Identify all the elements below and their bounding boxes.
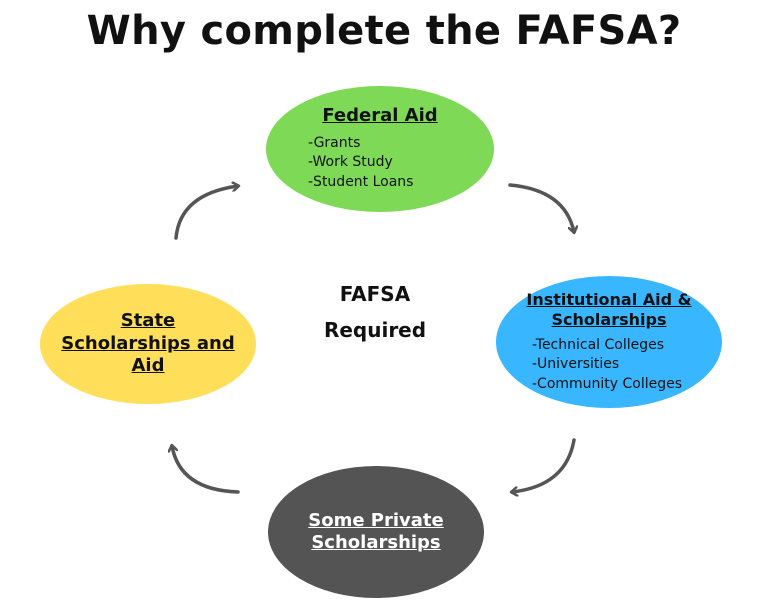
private-scholarships-node: Some Private Scholarships bbox=[268, 466, 484, 598]
institutional-aid-title: Institutional Aid & Scholarships bbox=[496, 290, 722, 330]
list-item: -Universities bbox=[532, 356, 620, 373]
state-aid-title-line-1: State bbox=[120, 310, 176, 332]
list-item: -Grants bbox=[308, 134, 361, 151]
private-scholarships-title: Some Private Scholarships bbox=[268, 510, 484, 555]
institutional-aid-list: -Technical Colleges -Universities -Commu… bbox=[532, 336, 722, 395]
list-item: -Technical Colleges bbox=[532, 336, 665, 353]
page-title: Why complete the FAFSA? bbox=[86, 8, 682, 54]
arrow-private-to-state bbox=[172, 446, 240, 494]
federal-aid-title: Federal Aid bbox=[322, 105, 438, 127]
arrow-state-to-federal bbox=[174, 186, 238, 240]
list-item: -Student Loans bbox=[308, 174, 414, 191]
state-aid-title-line-3: Aid bbox=[131, 355, 165, 377]
arrow-federal-to-institutional bbox=[508, 183, 574, 232]
state-aid-title: State Scholarships and Aid bbox=[40, 310, 256, 378]
institutional-aid-node: Institutional Aid & Scholarships -Techni… bbox=[496, 276, 722, 408]
state-aid-title-line-2: Scholarships and bbox=[61, 332, 235, 354]
federal-aid-node: Federal Aid -Grants -Work Study -Student… bbox=[266, 86, 494, 212]
private-scholarships-title-line-2: Scholarships bbox=[311, 532, 441, 553]
center-label-fafsa: FAFSA bbox=[339, 282, 411, 306]
state-aid-node: State Scholarships and Aid bbox=[40, 284, 256, 404]
list-item: -Work Study bbox=[308, 154, 393, 171]
private-scholarships-title-line-1: Some Private bbox=[308, 509, 444, 531]
institutional-aid-title-line-2: Scholarships bbox=[551, 309, 667, 329]
center-label-required: Required bbox=[323, 318, 427, 342]
list-item: -Community Colleges bbox=[532, 375, 683, 392]
institutional-aid-title-line-1: Institutional Aid & bbox=[526, 289, 692, 309]
arrow-institutional-to-private bbox=[512, 438, 576, 492]
federal-aid-list: -Grants -Work Study -Student Loans bbox=[308, 134, 494, 193]
